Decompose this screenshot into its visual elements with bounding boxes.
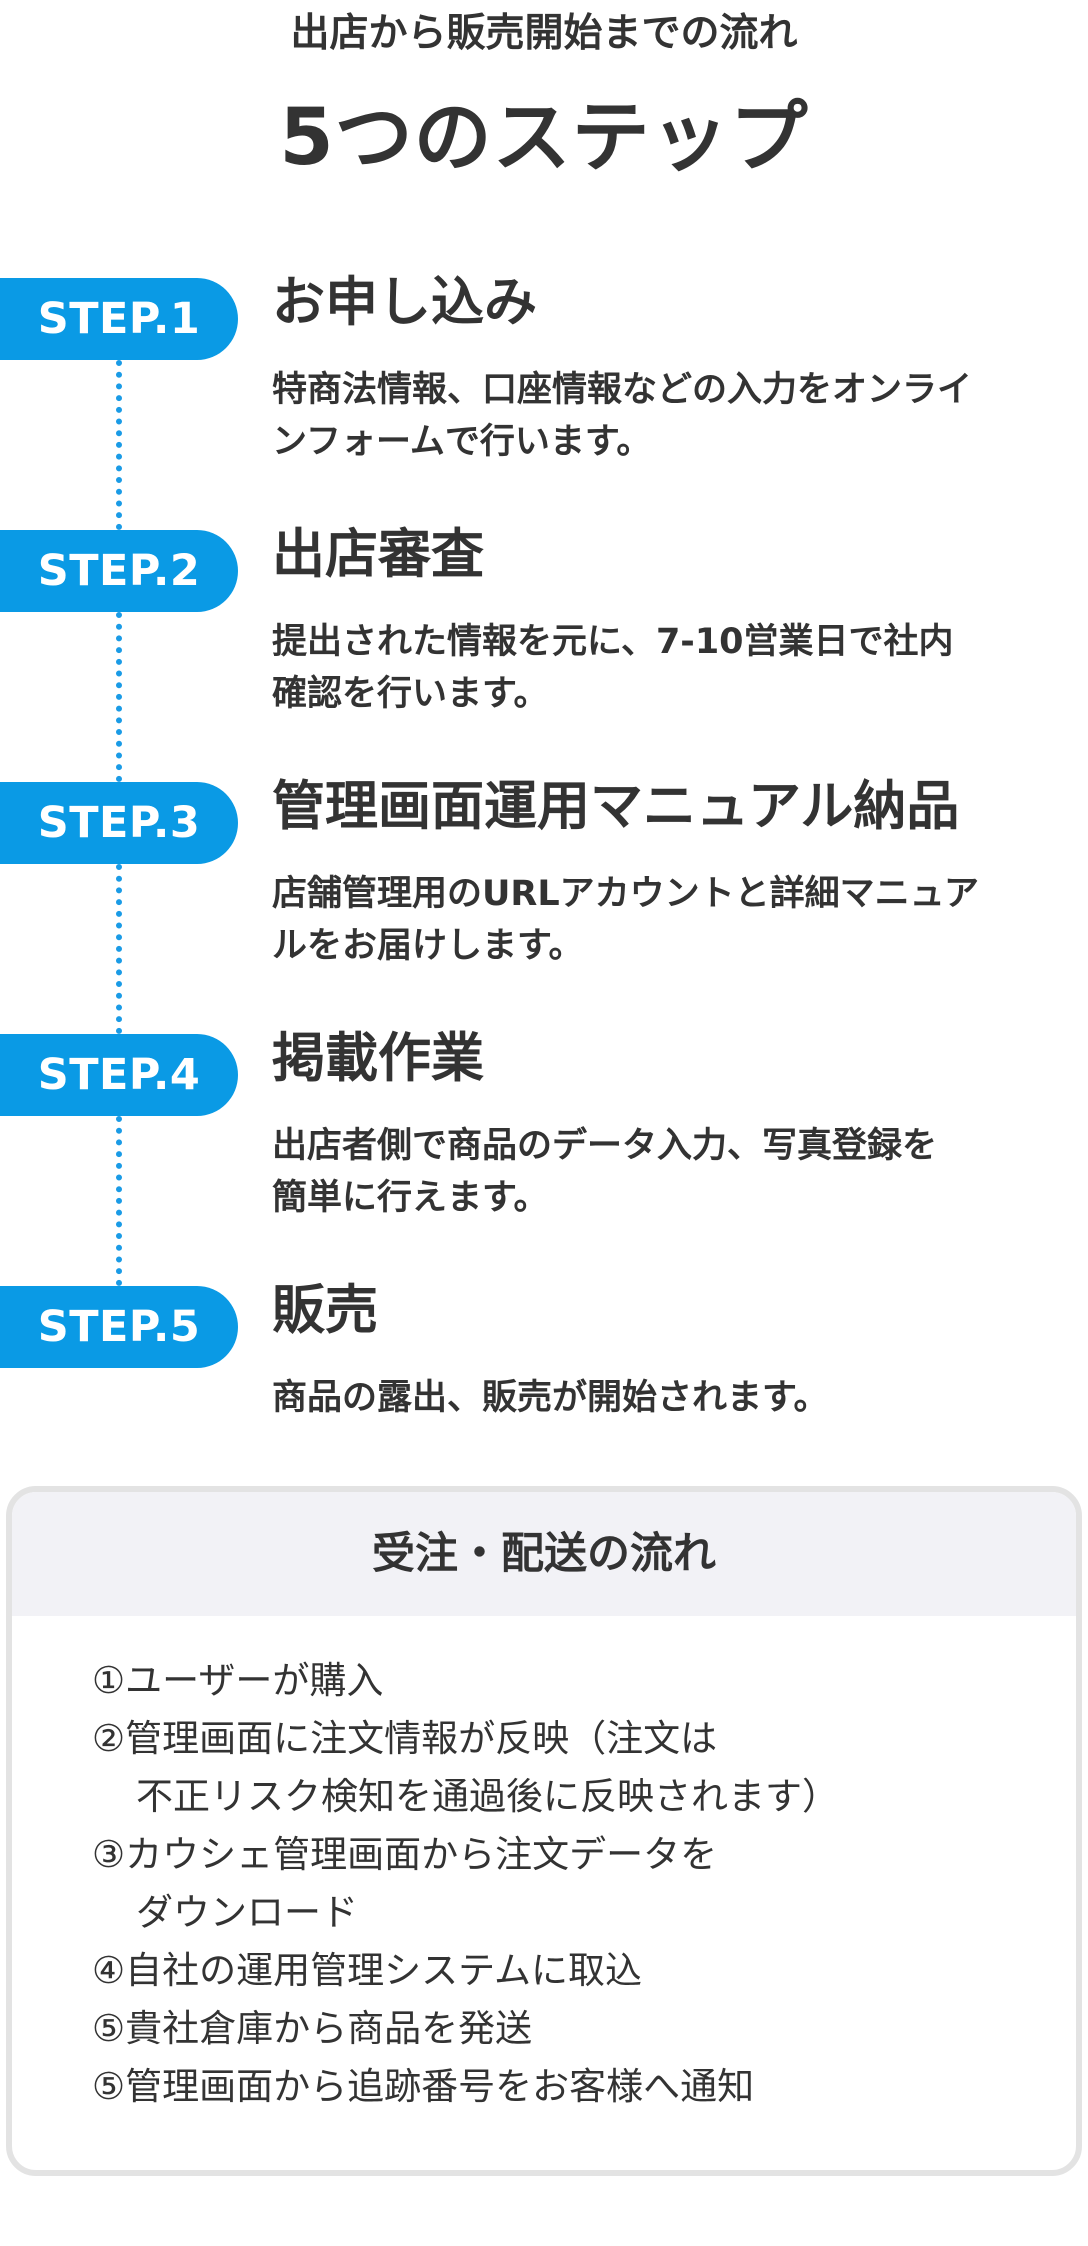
order-flow-line: ③カウシェ管理画面から注文データを (92, 1833, 718, 1876)
step-description: 出店者側で商品のデータ入力、写真登録を 簡単に行えます。 (272, 1120, 1082, 1224)
step-description-line: 商品の露出、販売が開始されます。 (272, 1378, 829, 1418)
step-badge: STEP.2 (0, 530, 238, 612)
step-badge: STEP.3 (0, 782, 238, 864)
page-title: 5つのステップ (279, 93, 809, 183)
step-description-line: 店舗管理用のURLアカウントと詳細マニュア (272, 874, 979, 914)
step-description: 商品の露出、販売が開始されます。 (272, 1372, 1082, 1424)
step-description-line: 出店者側で商品のデータ入力、写真登録を (272, 1126, 938, 1166)
step-title: お申し込み (272, 272, 537, 333)
step-title: 出店審査 (272, 524, 484, 585)
step-title: 販売 (272, 1280, 378, 1341)
order-flow-box: 受注・配送の流れ ①ユーザーが購入 ②管理画面に注文情報が反映（注文は 不正リス… (6, 1486, 1082, 2176)
order-flow-item: ④自社の運用管理システムに取込 (92, 1942, 1052, 2000)
step-description: 提出された情報を元に、7-10営業日で社内 確認を行います。 (272, 616, 1082, 720)
step-description-line: ンフォームで行います。 (272, 422, 652, 462)
step-description-line: ルをお届けします。 (272, 926, 584, 966)
order-flow-item: ③カウシェ管理画面から注文データを ダウンロード (92, 1826, 1052, 1942)
step-badge: STEP.5 (0, 1286, 238, 1368)
order-flow-heading: 受注・配送の流れ (12, 1492, 1076, 1616)
timeline-connector (116, 612, 122, 782)
step-description-line: 簡単に行えます。 (272, 1178, 549, 1218)
timeline-connector (116, 1116, 122, 1286)
order-flow-line: ⑤貴社倉庫から商品を発送 (92, 2007, 533, 2050)
order-flow-item: ⑤管理画面から追跡番号をお客様へ通知 (92, 2058, 1052, 2116)
order-flow-line: ②管理画面に注文情報が反映（注文は (92, 1717, 718, 1760)
step-title: 管理画面運用マニュアル納品 (272, 776, 960, 837)
page-subtitle: 出店から販売開始までの流れ (290, 11, 798, 56)
step-title: 掲載作業 (272, 1028, 484, 1089)
order-flow-list: ①ユーザーが購入 ②管理画面に注文情報が反映（注文は 不正リスク検知を通過後に反… (92, 1652, 1052, 2116)
order-flow-line: ⑤管理画面から追跡番号をお客様へ通知 (92, 2065, 755, 2108)
step-description-line: 確認を行います。 (272, 674, 549, 714)
step-badge: STEP.1 (0, 278, 238, 360)
order-flow-item: ⑤貴社倉庫から商品を発送 (92, 2000, 1052, 2058)
order-flow-item: ①ユーザーが購入 (92, 1652, 1052, 1710)
order-flow-line: ①ユーザーが購入 (92, 1659, 384, 1702)
order-flow-line: 不正リスク検知を通過後に反映されます） (136, 1775, 839, 1818)
step-description-line: 提出された情報を元に、7-10営業日で社内 (272, 622, 954, 662)
step-description: 特商法情報、口座情報などの入力をオンライ ンフォームで行います。 (272, 364, 1082, 468)
steps-timeline: STEP.1 お申し込み 特商法情報、口座情報などの入力をオンライ ンフォームで… (0, 272, 1082, 1424)
step-description-line: 特商法情報、口座情報などの入力をオンライ (272, 370, 973, 410)
order-flow-line: ダウンロード (136, 1891, 358, 1934)
order-flow-item: ②管理画面に注文情報が反映（注文は 不正リスク検知を通過後に反映されます） (92, 1710, 1052, 1826)
step-description: 店舗管理用のURLアカウントと詳細マニュア ルをお届けします。 (272, 868, 1082, 972)
timeline-connector (116, 360, 122, 530)
step-badge: STEP.4 (0, 1034, 238, 1116)
order-flow-line: ④自社の運用管理システムに取込 (92, 1949, 643, 1992)
timeline-connector (116, 864, 122, 1034)
